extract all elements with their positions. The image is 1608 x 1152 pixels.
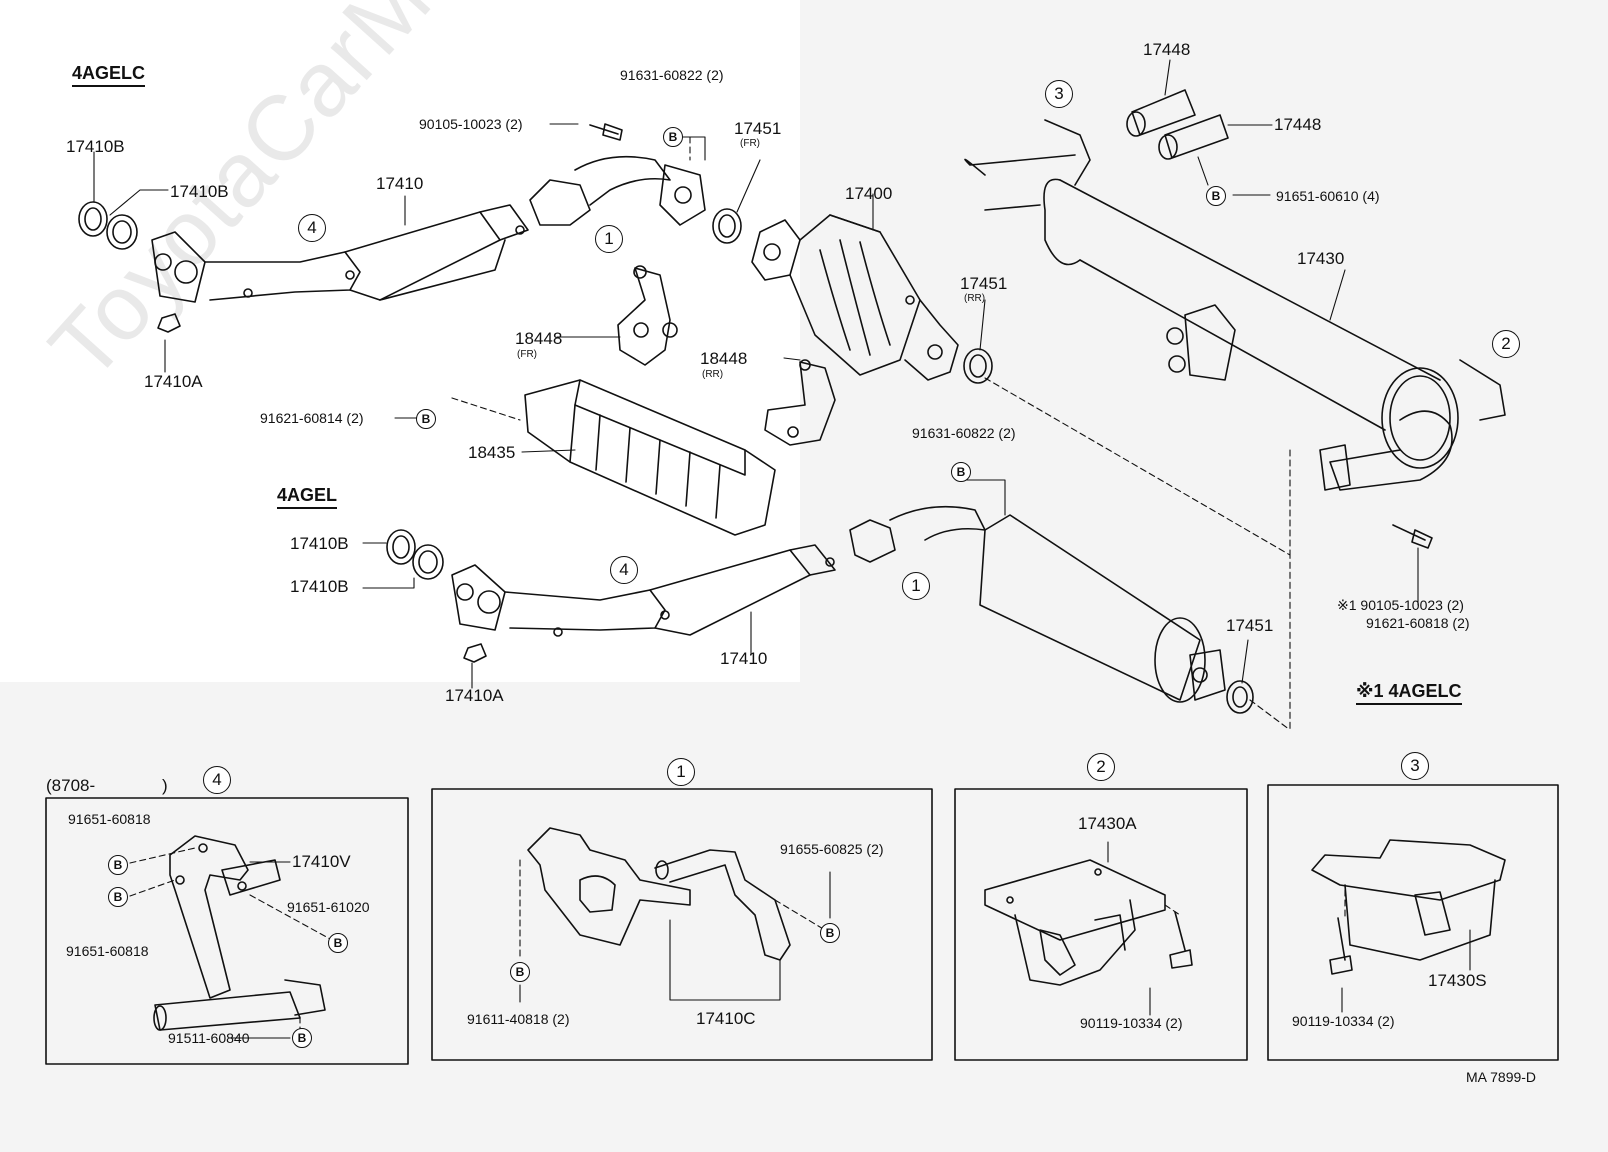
title-engine-4agelc: 4AGELC (72, 64, 146, 87)
callout-4: 4 (203, 766, 231, 794)
part-label: 91611-40818 (2) (467, 1011, 570, 1027)
part-label: 17430S (1428, 971, 1487, 990)
bolt-marker: B (1206, 186, 1226, 206)
callout-3: 3 (1401, 752, 1429, 780)
part-label: 18448 (700, 349, 748, 368)
part-sublabel: (RR) (702, 369, 724, 380)
sub-muffler-lower (979, 514, 1226, 703)
callout-1: 1 (595, 225, 623, 253)
bolt-marker: B (663, 127, 683, 147)
detail-3-art (1311, 839, 1506, 975)
bolt-marker: B (108, 855, 128, 875)
detail-box-4 (45, 797, 409, 1065)
part-label: 17400 (845, 184, 893, 203)
detail-4-date-close: ) (162, 776, 168, 795)
part-label: 91631-60822 (2) (620, 67, 724, 83)
part-label: 17430A (1078, 814, 1137, 833)
part-label: 91651-60610 (4) (1276, 188, 1380, 204)
callout-2: 2 (1087, 753, 1115, 781)
part-label: 17448 (1143, 40, 1191, 59)
part-label: 17410B (290, 577, 349, 596)
part-sublabel: (FR) (740, 138, 760, 149)
part-label: 17410 (376, 174, 424, 193)
scan-shade-right (800, 0, 1608, 1152)
part-label: 91651-61020 (287, 899, 370, 915)
catalytic-converter-17400 (751, 214, 959, 381)
gasket-17451-rr (963, 348, 993, 384)
part-label: 17448 (1274, 115, 1322, 134)
nut-17410A-upper (157, 313, 181, 333)
title-engine-4agel: 4AGEL (277, 486, 338, 509)
callout-1: 1 (902, 572, 930, 600)
callout-4: 4 (610, 556, 638, 584)
callout-3: 3 (1045, 80, 1073, 108)
bolt-90105-right (1392, 524, 1433, 549)
tail-pipe-17448-b (1158, 114, 1229, 160)
bolt-marker: B (108, 887, 128, 907)
part-label: 17451 (960, 274, 1008, 293)
part-label: 17410C (696, 1009, 756, 1028)
part-label: 91621-60814 (2) (260, 410, 364, 426)
detail-2-art (984, 859, 1193, 986)
part-label: 91651-60818 (68, 811, 151, 827)
part-label: 17451 (734, 119, 782, 138)
bolt-marker: B (292, 1028, 312, 1048)
part-label: 17410A (144, 372, 203, 391)
bolt-90105-top (589, 123, 623, 141)
bracket-18448-fr (617, 267, 671, 366)
part-label: 18435 (468, 443, 516, 462)
part-label: 17430 (1297, 249, 1345, 268)
callout-1: 1 (667, 758, 695, 786)
part-label: 91651-60818 (66, 943, 149, 959)
part-label: ※1 90105-10023 (2) (1337, 597, 1464, 613)
part-sublabel: (RR) (964, 293, 986, 304)
part-label: 18448 (515, 329, 563, 348)
part-label: 17410B (170, 182, 229, 201)
bolt-marker: B (951, 462, 971, 482)
heat-insulator-18435 (524, 379, 776, 536)
part-label: 90105-10023 (2) (419, 116, 523, 132)
part-sublabel: (FR) (517, 349, 537, 360)
front-pipe-lower (386, 505, 986, 637)
part-label: 91655-60825 (2) (780, 841, 884, 857)
bolt-marker: B (416, 409, 436, 429)
main-muffler-17430 (964, 119, 1506, 491)
part-label: 17410B (290, 534, 349, 553)
gasket-17451-fr (712, 208, 742, 244)
part-label: 91631-60822 (2) (912, 425, 1016, 441)
part-label: 91621-60818 (2) (1366, 615, 1470, 631)
part-label: 17410V (292, 852, 351, 871)
detail-1-art (527, 827, 791, 961)
bolt-marker: B (820, 923, 840, 943)
tail-pipe-17448-a (1126, 89, 1196, 137)
part-label: 91511-60840 (168, 1030, 250, 1046)
part-label: 17451 (1226, 616, 1274, 635)
part-label: 90119-10334 (2) (1292, 1013, 1395, 1029)
callout-2: 2 (1492, 330, 1520, 358)
scan-shade-bottom (0, 682, 800, 1152)
detail-box-1 (431, 788, 933, 1061)
bolt-marker: B (510, 962, 530, 982)
detail-box-3 (1267, 784, 1559, 1061)
gasket-17451-lower (1226, 680, 1254, 714)
part-label: 90119-10334 (2) (1080, 1015, 1183, 1031)
detail-box-2 (954, 788, 1248, 1061)
part-label: 17410B (66, 137, 125, 156)
bolt-marker: B (328, 933, 348, 953)
reference-code: MA 7899-D (1466, 1069, 1537, 1085)
callout-4: 4 (298, 214, 326, 242)
detail-4-date: (8708- (46, 776, 96, 795)
part-label: 17410A (445, 686, 504, 705)
nut-17410A-lower (463, 643, 487, 663)
part-label: 17410 (720, 649, 768, 668)
title-variant-note: ※1 4AGELC (1356, 682, 1462, 705)
bracket-18448-rr (764, 361, 836, 446)
front-pipe-upper (78, 155, 706, 303)
